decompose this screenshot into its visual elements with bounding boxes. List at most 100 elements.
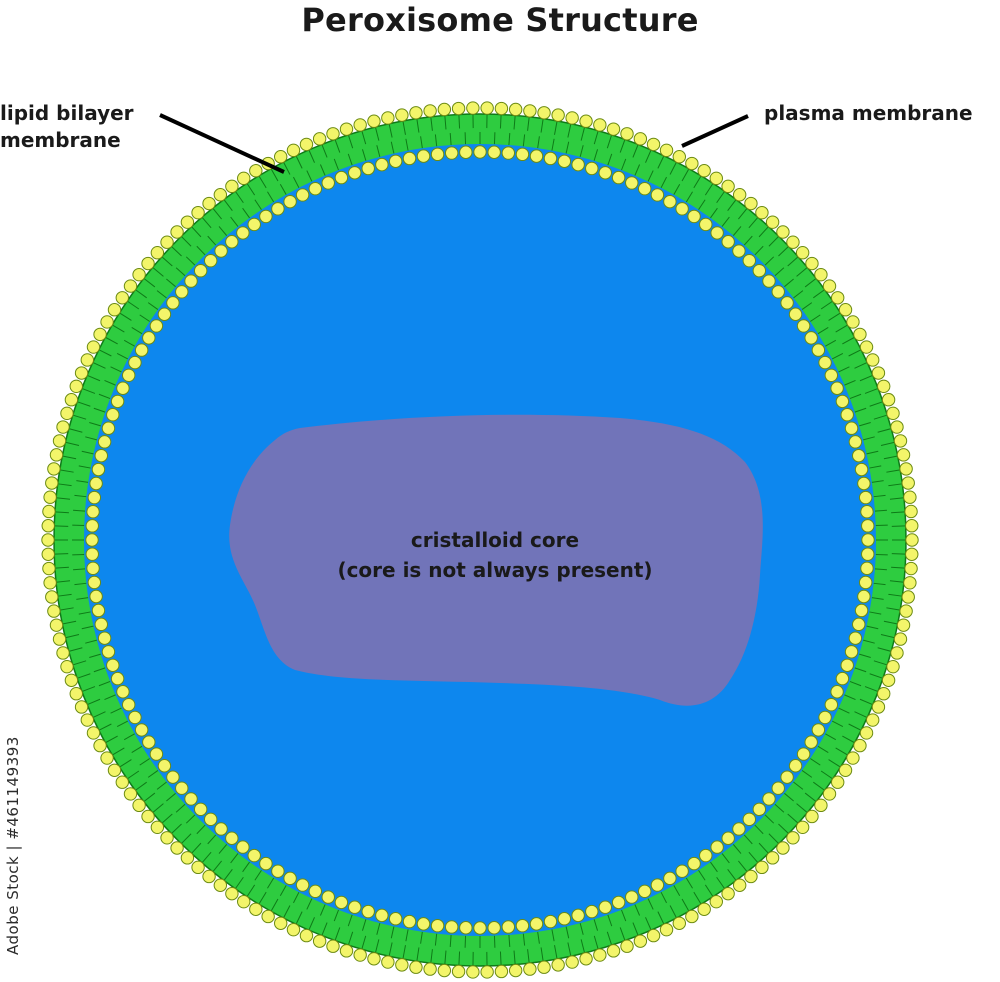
lipid-bilayer-leader-line bbox=[159, 113, 285, 174]
inner-lipid-tail bbox=[874, 568, 887, 571]
outer-lipid-head bbox=[41, 547, 55, 561]
inner-lipid-head bbox=[771, 781, 785, 795]
outer-lipid-head bbox=[565, 955, 579, 969]
inner-lipid-head bbox=[824, 697, 839, 712]
outer-lipid-head bbox=[565, 111, 579, 125]
outer-lipid-tail bbox=[143, 277, 156, 288]
inner-lipid-tail bbox=[537, 136, 540, 149]
outer-lipid-tail bbox=[540, 118, 544, 133]
inner-lipid-head bbox=[861, 519, 875, 533]
outer-lipid-tail bbox=[796, 266, 808, 277]
inner-lipid-tail bbox=[565, 141, 570, 154]
inner-lipid-tail bbox=[838, 707, 850, 714]
inner-lipid-tail bbox=[825, 339, 837, 347]
outer-lipid-tail bbox=[554, 120, 558, 135]
outer-lipid-head bbox=[299, 928, 314, 943]
inner-lipid-tail bbox=[347, 914, 353, 927]
inner-lipid-head bbox=[710, 840, 724, 854]
outer-lipid-head bbox=[579, 952, 593, 966]
outer-lipid-head bbox=[123, 787, 138, 801]
outer-lipid-tail bbox=[880, 634, 895, 639]
outer-lipid-tail bbox=[842, 336, 855, 345]
inner-lipid-head bbox=[860, 561, 874, 576]
inner-lipid-head bbox=[283, 194, 297, 209]
outer-lipid-tail bbox=[458, 114, 461, 129]
inner-lipid-tail bbox=[620, 909, 627, 922]
inner-lipid-head bbox=[848, 435, 863, 449]
outer-lipid-tail bbox=[119, 759, 132, 768]
outer-lipid-head bbox=[437, 102, 452, 117]
outer-lipid-tail bbox=[859, 698, 874, 706]
inner-lipid-head bbox=[87, 490, 102, 505]
outer-lipid-head bbox=[881, 393, 896, 407]
inner-lipid-head bbox=[858, 490, 873, 505]
inner-lipid-tail bbox=[579, 145, 584, 158]
inner-lipid-tail bbox=[793, 781, 804, 790]
outer-lipid-tail bbox=[361, 935, 367, 950]
outer-lipid-tail bbox=[768, 833, 780, 845]
inner-lipid-tail bbox=[801, 770, 813, 778]
core-label-line2: (core is not always present) bbox=[337, 558, 653, 582]
inner-lipid-tail bbox=[73, 568, 86, 571]
inner-lipid-head bbox=[824, 368, 839, 383]
outer-lipid-head bbox=[831, 291, 845, 305]
inner-lipid-head bbox=[388, 154, 403, 168]
inner-lipid-tail bbox=[844, 379, 856, 386]
outer-lipid-tail bbox=[56, 497, 71, 500]
inner-lipid-head bbox=[844, 421, 859, 435]
inner-lipid-head bbox=[637, 884, 652, 899]
inner-lipid-tail bbox=[116, 720, 129, 727]
outer-lipid-tail bbox=[126, 300, 140, 310]
outer-lipid-tail bbox=[308, 917, 315, 931]
inner-lipid-head bbox=[94, 617, 108, 632]
outer-lipid-head bbox=[494, 964, 509, 979]
outer-lipid-tail bbox=[645, 917, 652, 931]
outer-lipid-tail bbox=[758, 226, 769, 238]
inner-lipid-head bbox=[321, 890, 335, 904]
outer-lipid-tail bbox=[848, 723, 862, 731]
outer-lipid-tail bbox=[738, 207, 748, 220]
outer-lipid-head bbox=[80, 713, 95, 727]
outer-lipid-head bbox=[853, 738, 867, 753]
outer-lipid-tail bbox=[886, 607, 901, 611]
inner-lipid-tail bbox=[175, 803, 186, 813]
inner-lipid-tail bbox=[306, 898, 313, 910]
outer-lipid-head bbox=[732, 878, 747, 892]
outer-lipid-head bbox=[822, 279, 837, 293]
outer-lipid-tail bbox=[347, 931, 354, 946]
outer-lipid-tail bbox=[681, 168, 690, 182]
inner-lipid-head bbox=[501, 146, 516, 160]
outer-lipid-tail bbox=[593, 130, 599, 145]
outer-lipid-tail bbox=[657, 155, 665, 169]
inner-lipid-head bbox=[259, 209, 273, 224]
outer-lipid-tail bbox=[886, 469, 901, 473]
inner-lipid-tail bbox=[347, 153, 353, 166]
inner-lipid-tail bbox=[721, 853, 730, 864]
inner-lipid-head bbox=[625, 176, 639, 190]
outer-lipid-head bbox=[755, 860, 769, 875]
outer-lipid-head bbox=[732, 188, 747, 202]
inner-lipid-head bbox=[416, 917, 431, 931]
outer-lipid-tail bbox=[212, 207, 222, 220]
inner-lipid-tail bbox=[116, 353, 129, 360]
outer-lipid-tail bbox=[191, 226, 202, 238]
inner-lipid-head bbox=[585, 161, 599, 176]
inner-lipid-head bbox=[650, 188, 665, 202]
inner-lipid-head bbox=[308, 181, 323, 196]
inner-lipid-head bbox=[585, 904, 599, 919]
outer-lipid-tail bbox=[499, 114, 502, 129]
inner-lipid-head bbox=[116, 685, 130, 699]
inner-lipid-tail bbox=[764, 256, 775, 266]
outer-lipid-head bbox=[43, 490, 57, 504]
outer-lipid-tail bbox=[580, 126, 586, 141]
outer-lipid-tail bbox=[201, 851, 212, 864]
inner-lipid-head bbox=[375, 157, 389, 172]
inner-lipid-head bbox=[611, 895, 626, 910]
core-label: cristalloid core (core is not always pre… bbox=[300, 525, 690, 585]
inner-lipid-head bbox=[742, 253, 756, 268]
outer-lipid-tail bbox=[645, 149, 652, 163]
outer-lipid-head bbox=[890, 420, 904, 434]
inner-lipid-tail bbox=[123, 339, 135, 347]
inner-lipid-head bbox=[732, 244, 746, 258]
